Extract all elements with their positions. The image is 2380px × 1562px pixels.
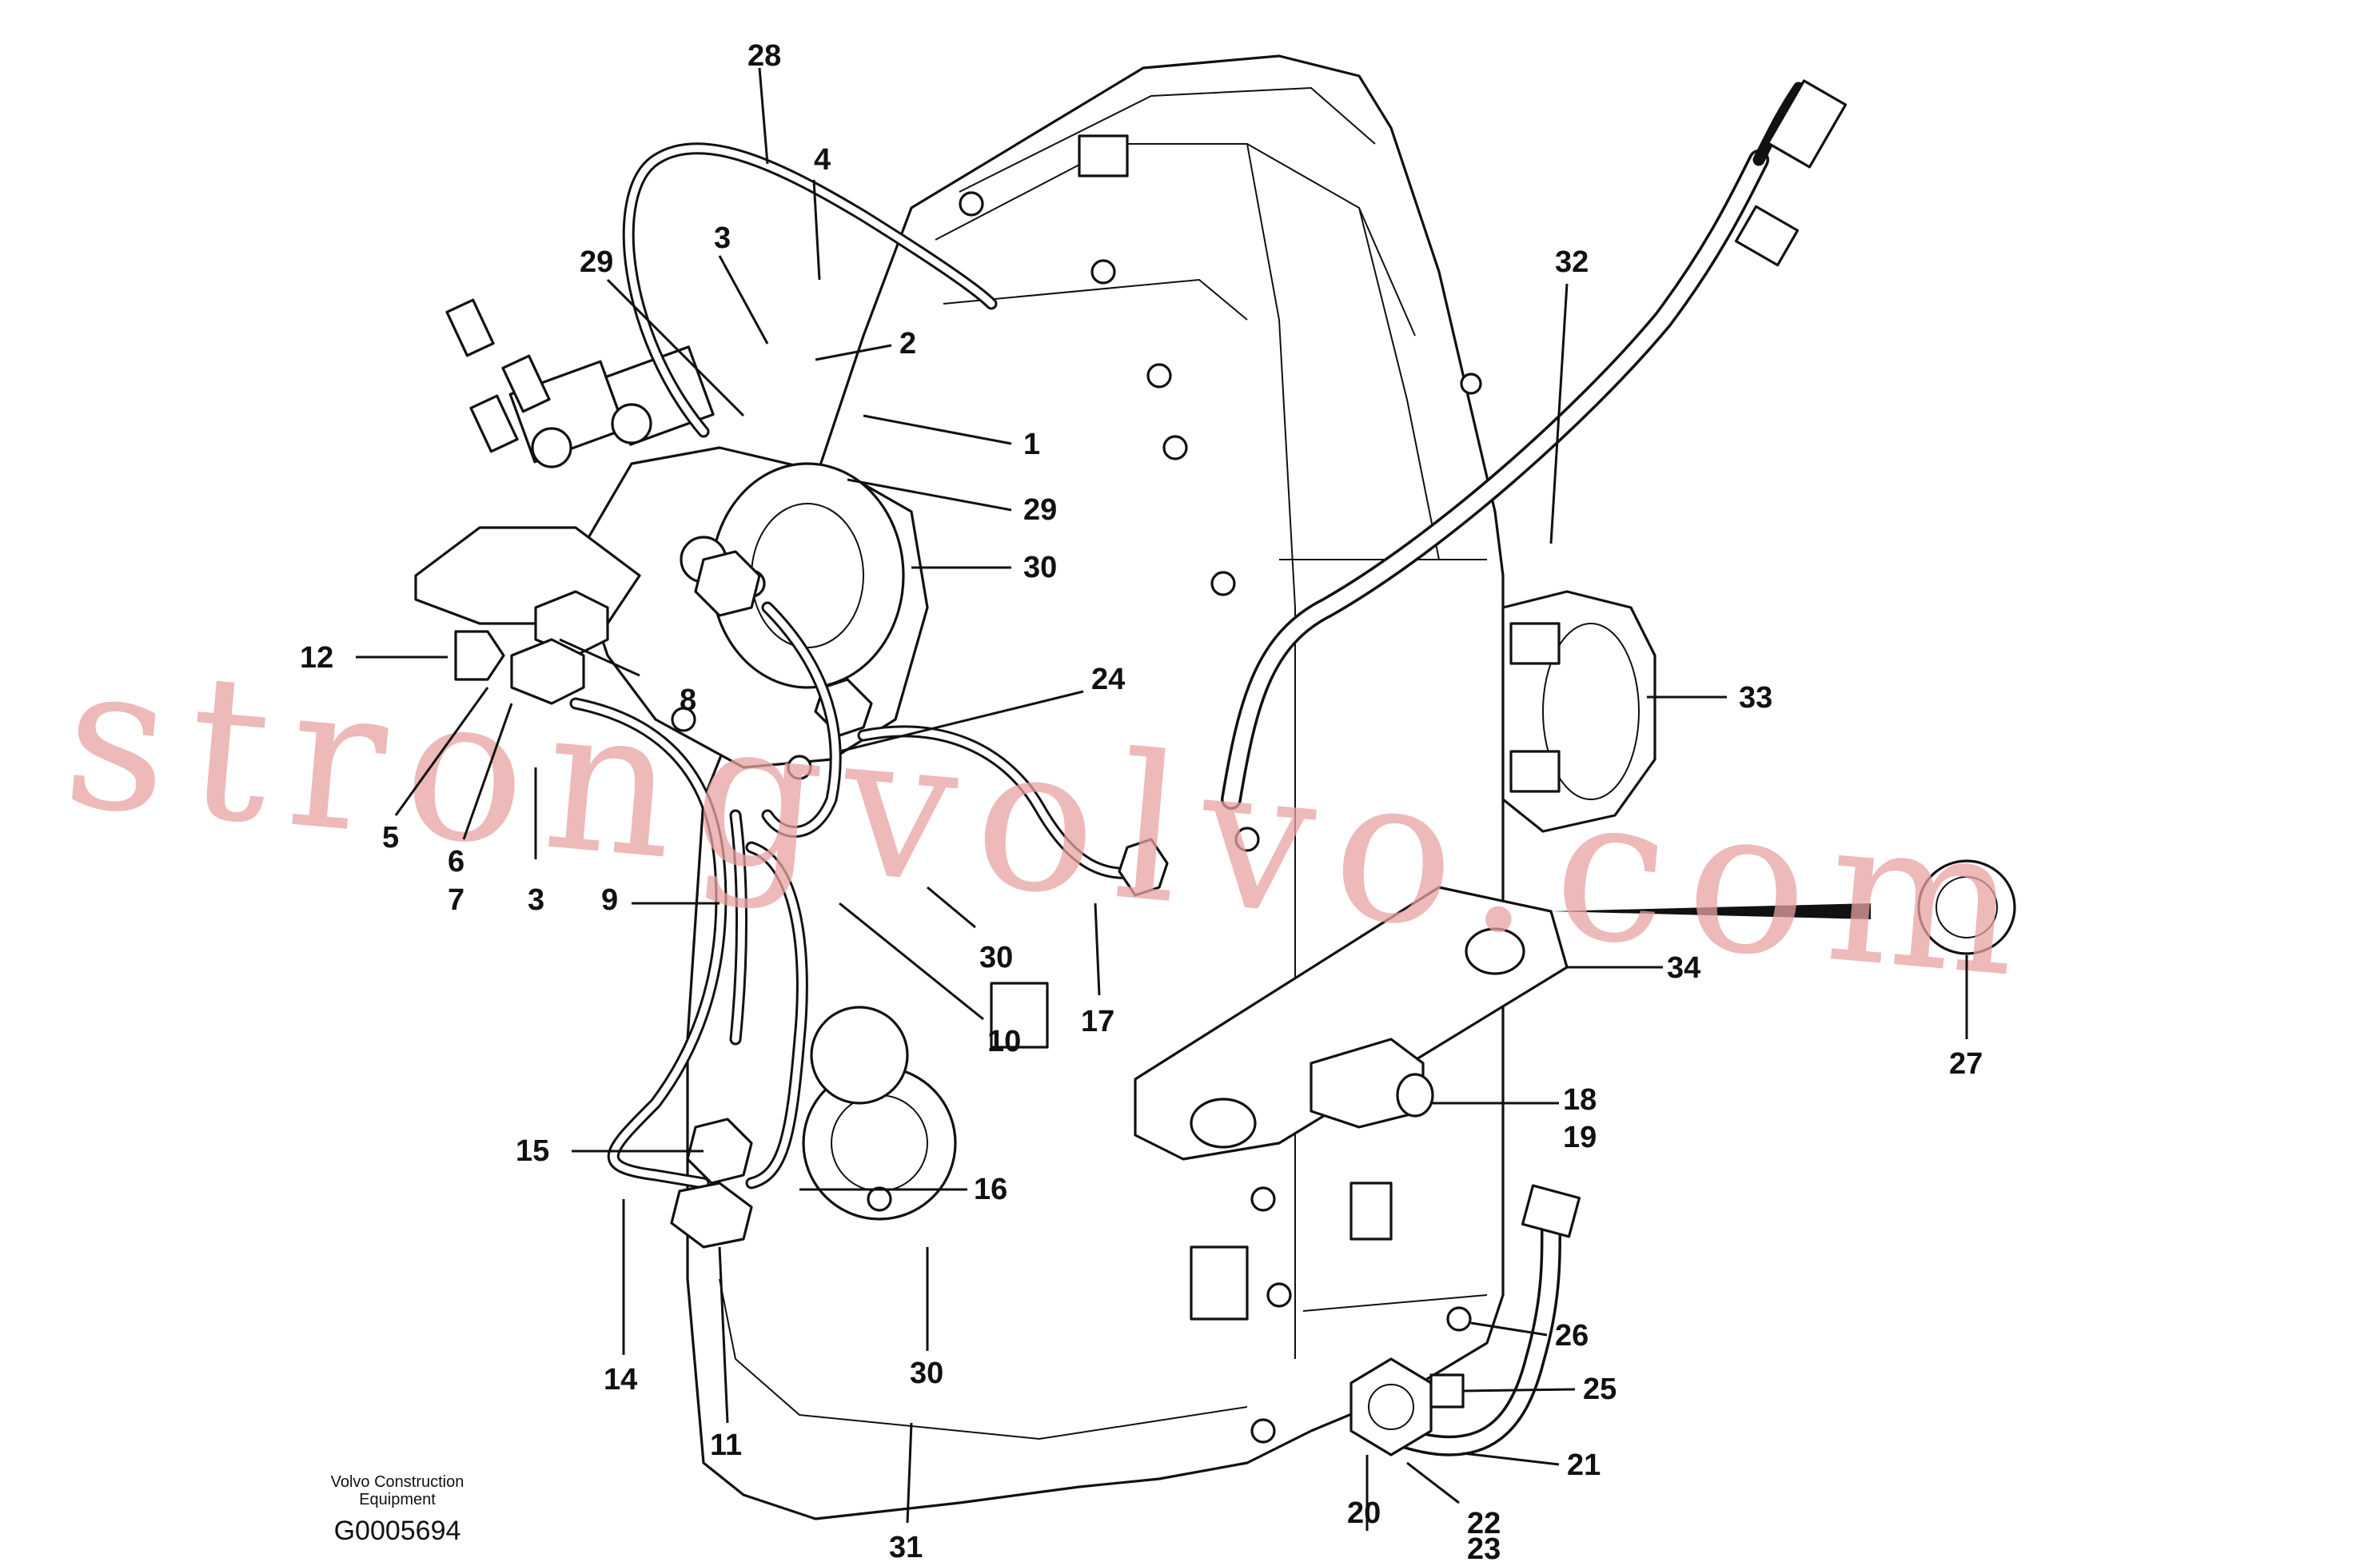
- callout-9: 9: [601, 883, 618, 917]
- callout-30: 30: [1023, 551, 1057, 584]
- callout-27: 27: [1949, 1047, 1983, 1081]
- leader-wedge: [1551, 903, 1871, 919]
- callout-1: 1: [1023, 428, 1040, 461]
- callout-29: 29: [580, 245, 613, 279]
- callout-32: 32: [1555, 245, 1589, 279]
- callout-4: 4: [814, 143, 831, 177]
- callout-21: 21: [1567, 1448, 1601, 1482]
- callout-12: 12: [300, 641, 333, 675]
- credit-block: Volvo Construction Equipment G0005694: [331, 1473, 464, 1546]
- callout-23: 23: [1467, 1532, 1501, 1562]
- callout-34: 34: [1667, 951, 1700, 985]
- lower-filter-housing: [802, 1006, 957, 1221]
- callout-10: 10: [987, 1025, 1021, 1058]
- right-side-components: [1134, 590, 2016, 1456]
- callout-20: 20: [1347, 1496, 1381, 1530]
- callout-3: 3: [714, 221, 731, 255]
- credit-line-1: Volvo Construction: [331, 1473, 464, 1491]
- callout-5: 5: [382, 821, 399, 855]
- callout-15: 15: [516, 1134, 549, 1168]
- callout-33: 33: [1739, 681, 1772, 715]
- callout-29: 29: [1023, 493, 1057, 527]
- leader-lines: [356, 67, 1968, 1531]
- callout-30: 30: [910, 1357, 943, 1390]
- document-number: G0005694: [334, 1516, 461, 1546]
- callout-31: 31: [889, 1531, 923, 1562]
- callout-labels: 28 4 3 29 2 1 29 30 32 12 8 24 33 5 6 7 …: [300, 39, 1983, 1562]
- callout-17: 17: [1081, 1005, 1114, 1038]
- callout-18: 18: [1563, 1083, 1597, 1117]
- callout-14: 14: [604, 1363, 637, 1397]
- callout-6: 6: [448, 845, 464, 879]
- callout-2: 2: [899, 327, 916, 361]
- callout-8: 8: [680, 683, 696, 717]
- callout-3: 3: [528, 883, 544, 917]
- callout-7: 7: [448, 883, 464, 917]
- callout-26: 26: [1555, 1319, 1589, 1353]
- callout-25: 25: [1583, 1373, 1617, 1406]
- callout-30: 30: [979, 941, 1013, 974]
- credit-line-2: Equipment: [359, 1491, 436, 1508]
- callout-28: 28: [747, 39, 781, 73]
- callout-19: 19: [1563, 1121, 1597, 1154]
- callout-24: 24: [1091, 663, 1125, 696]
- callout-16: 16: [974, 1173, 1007, 1206]
- callout-22: 22: [1467, 1507, 1501, 1540]
- callout-11: 11: [710, 1429, 742, 1462]
